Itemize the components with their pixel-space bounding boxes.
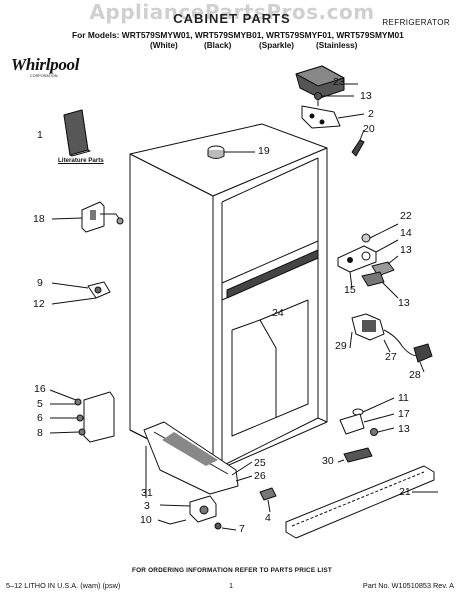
callout-13-d: 13 — [398, 423, 410, 435]
page-number: 1 — [229, 581, 234, 590]
base-pan — [143, 421, 253, 495]
callout-19: 19 — [258, 145, 270, 157]
callout-17: 17 — [398, 408, 410, 420]
callout-25: 25 — [254, 457, 266, 469]
literature-pack — [63, 109, 91, 157]
callout-13-a: 13 — [360, 90, 372, 102]
lower-right-hinge — [339, 397, 395, 436]
callout-24: 24 — [272, 307, 284, 319]
top-plug — [207, 145, 255, 159]
center-hinge — [337, 223, 399, 299]
toe-grille-bracket — [337, 447, 373, 463]
callout-28: 28 — [409, 369, 421, 381]
appliance-category: REFRIGERATOR — [382, 18, 450, 27]
callout-30: 30 — [322, 455, 334, 467]
callout-6: 6 — [37, 412, 43, 424]
callout-18: 18 — [33, 213, 45, 225]
callout-3: 3 — [144, 500, 150, 512]
callout-26: 26 — [254, 470, 266, 482]
variant-sparkle: (Sparkle) — [259, 41, 295, 50]
callout-10: 10 — [140, 514, 152, 526]
callout-9: 9 — [37, 277, 43, 289]
variant-stainless: (Stainless) — [316, 41, 358, 50]
callout-31: 31 — [141, 487, 153, 499]
callout-7: 7 — [239, 523, 245, 535]
side-bracket-18 — [51, 201, 124, 233]
whirlpool-logo-subtext: CORPORATION — [30, 74, 58, 78]
callout-29: 29 — [335, 340, 347, 352]
callout-23: 23 — [333, 76, 345, 88]
ordering-info: FOR ORDERING INFORMATION REFER TO PARTS … — [132, 567, 332, 574]
callout-2: 2 — [368, 108, 374, 120]
callout-8: 8 — [37, 427, 43, 439]
variant-black: (Black) — [204, 41, 232, 50]
roller-assembly — [145, 446, 237, 531]
callout-15: 15 — [344, 284, 356, 296]
top-hinge-cover — [295, 65, 358, 99]
cabinet-body — [129, 123, 328, 473]
models-line: For Models: WRT579SMYW01, WRT579SMYB01, … — [72, 30, 404, 40]
hinge-pin — [351, 129, 365, 157]
callout-5: 5 — [37, 398, 43, 410]
callout-22: 22 — [400, 210, 412, 222]
callout-1: 1 — [37, 129, 43, 141]
callout-12: 12 — [33, 298, 45, 310]
callout-20: 20 — [363, 123, 375, 135]
mullion-wiring — [349, 313, 433, 373]
lower-left-bracket — [49, 389, 115, 443]
watermark: AppliancePartsPros.com — [89, 0, 375, 24]
litho-info: 5–12 LITHO IN U.S.A. (wam) (psw) — [6, 581, 121, 590]
sheet-title: CABINET PARTS — [173, 11, 291, 26]
part-number: Part No. W10510853 Rev. A — [362, 581, 454, 590]
callout-4: 4 — [265, 512, 271, 524]
callout-11: 11 — [398, 392, 409, 404]
leveling-pad — [259, 487, 277, 513]
variant-white: (White) — [150, 41, 178, 50]
toe-grille — [285, 465, 438, 539]
whirlpool-logo: Whirlpool — [11, 55, 80, 74]
callout-13-b: 13 — [400, 244, 412, 256]
callout-21: 21 — [399, 486, 411, 498]
callout-14: 14 — [400, 227, 412, 239]
callout-13-c: 13 — [398, 297, 410, 309]
callout-16: 16 — [34, 383, 46, 395]
side-bracket-9-12 — [51, 281, 111, 305]
literature-parts-caption: Literature Parts — [58, 157, 104, 164]
top-hinge — [301, 92, 365, 129]
callout-27: 27 — [385, 351, 397, 363]
